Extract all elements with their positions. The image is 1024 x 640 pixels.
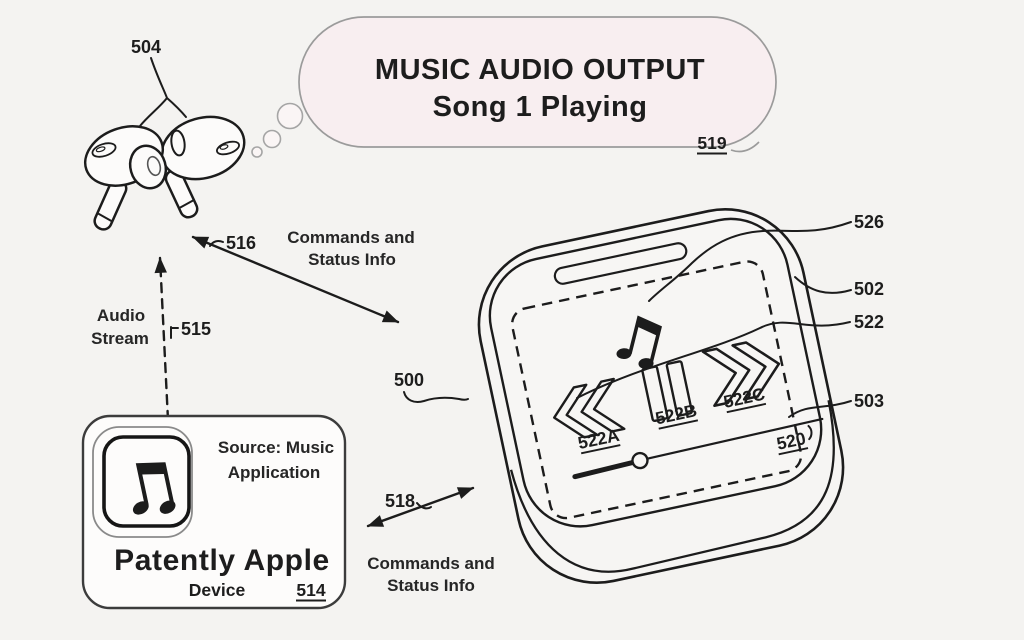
ref-518: 518 <box>385 491 415 511</box>
brand-label: Patently Apple <box>114 544 330 577</box>
right-earbud-vent-inner <box>219 144 229 150</box>
speech-bubble-shape <box>298 16 777 148</box>
case-bottom-seam <box>509 400 835 573</box>
left-earbud-vent <box>91 142 117 158</box>
ref-522C-underline <box>726 402 767 414</box>
ref-516-tick <box>209 240 224 247</box>
ref-522: 522 <box>854 312 884 332</box>
ref-504-leader <box>139 57 187 127</box>
charging-case: 522A 522B 522C 520 <box>477 208 845 584</box>
dashed-arrow-515 <box>154 256 170 422</box>
case-hinge-slot <box>553 242 688 285</box>
ref-515-tick <box>170 326 179 339</box>
link-device-case: 518 Commands and Status Info <box>366 486 495 595</box>
link-earbuds-case: 516 Commands and Status Info <box>191 228 415 324</box>
ref-515: 515 <box>181 319 211 339</box>
bubble-subtitle: Song 1 Playing <box>433 91 648 123</box>
ref-519: 519 <box>697 133 726 153</box>
ref-526: 526 <box>854 212 884 232</box>
left-earbud-vent-inner <box>95 146 106 153</box>
caption-518-line2: Status Info <box>387 576 475 595</box>
ref-502: 502 <box>854 279 884 299</box>
ref-500-leader <box>403 391 469 403</box>
caption-516-line2: Status Info <box>308 250 396 269</box>
ref-522A-underline <box>580 444 621 455</box>
thought-bubble-medium <box>262 129 282 149</box>
music-app-icon <box>102 435 191 528</box>
ref-503: 503 <box>854 391 884 411</box>
scrub-slider[interactable] <box>572 414 825 481</box>
left-earbud-tip-highlight <box>146 155 162 177</box>
ref-514: 514 <box>296 580 325 600</box>
ref-522-leader <box>576 321 851 399</box>
caption-audio: Audio <box>97 306 145 325</box>
ref-522B-underline <box>658 419 699 430</box>
thought-bubble-large <box>276 102 304 130</box>
caption-518-line1: Commands and <box>367 554 495 573</box>
ref-504: 504 <box>131 37 161 57</box>
pause-icon[interactable] <box>641 360 694 423</box>
thought-bubble-small <box>251 146 263 158</box>
ref-526-leader <box>648 221 852 302</box>
device-label: Device <box>189 580 246 600</box>
bubble-title: MUSIC AUDIO OUTPUT <box>375 54 705 86</box>
double-arrow-516 <box>191 235 400 324</box>
slider-progress <box>572 458 640 480</box>
caption-516-line1: Commands and <box>287 228 415 247</box>
ref-502-leader <box>794 276 852 294</box>
ref-519-leader <box>730 141 760 153</box>
source-line2: Application <box>228 463 321 482</box>
case-reference-labels: 500 526 502 522 503 <box>394 212 884 418</box>
ref-500: 500 <box>394 370 424 390</box>
speech-bubble: MUSIC AUDIO OUTPUT Song 1 Playing 519 <box>251 16 777 158</box>
ref-520-underline <box>778 447 809 456</box>
caption-stream: Stream <box>91 329 149 348</box>
ref-518-tick <box>416 502 432 510</box>
earbuds-illustration <box>83 115 246 231</box>
right-earbud-speaker <box>170 129 186 157</box>
source-line1: Source: Music <box>218 438 334 457</box>
ref-520-tick <box>807 424 813 441</box>
right-earbud-vent <box>216 140 240 156</box>
ref-503-leader <box>788 400 852 418</box>
playback-controls <box>547 335 786 444</box>
source-device: Source: Music Application Patently Apple… <box>81 414 347 610</box>
slider-track <box>645 417 824 460</box>
touch-display-border <box>510 260 803 520</box>
slider-knob[interactable] <box>631 451 649 470</box>
ref-516: 516 <box>226 233 256 253</box>
link-audio-stream: 515 Audio Stream <box>91 256 211 422</box>
